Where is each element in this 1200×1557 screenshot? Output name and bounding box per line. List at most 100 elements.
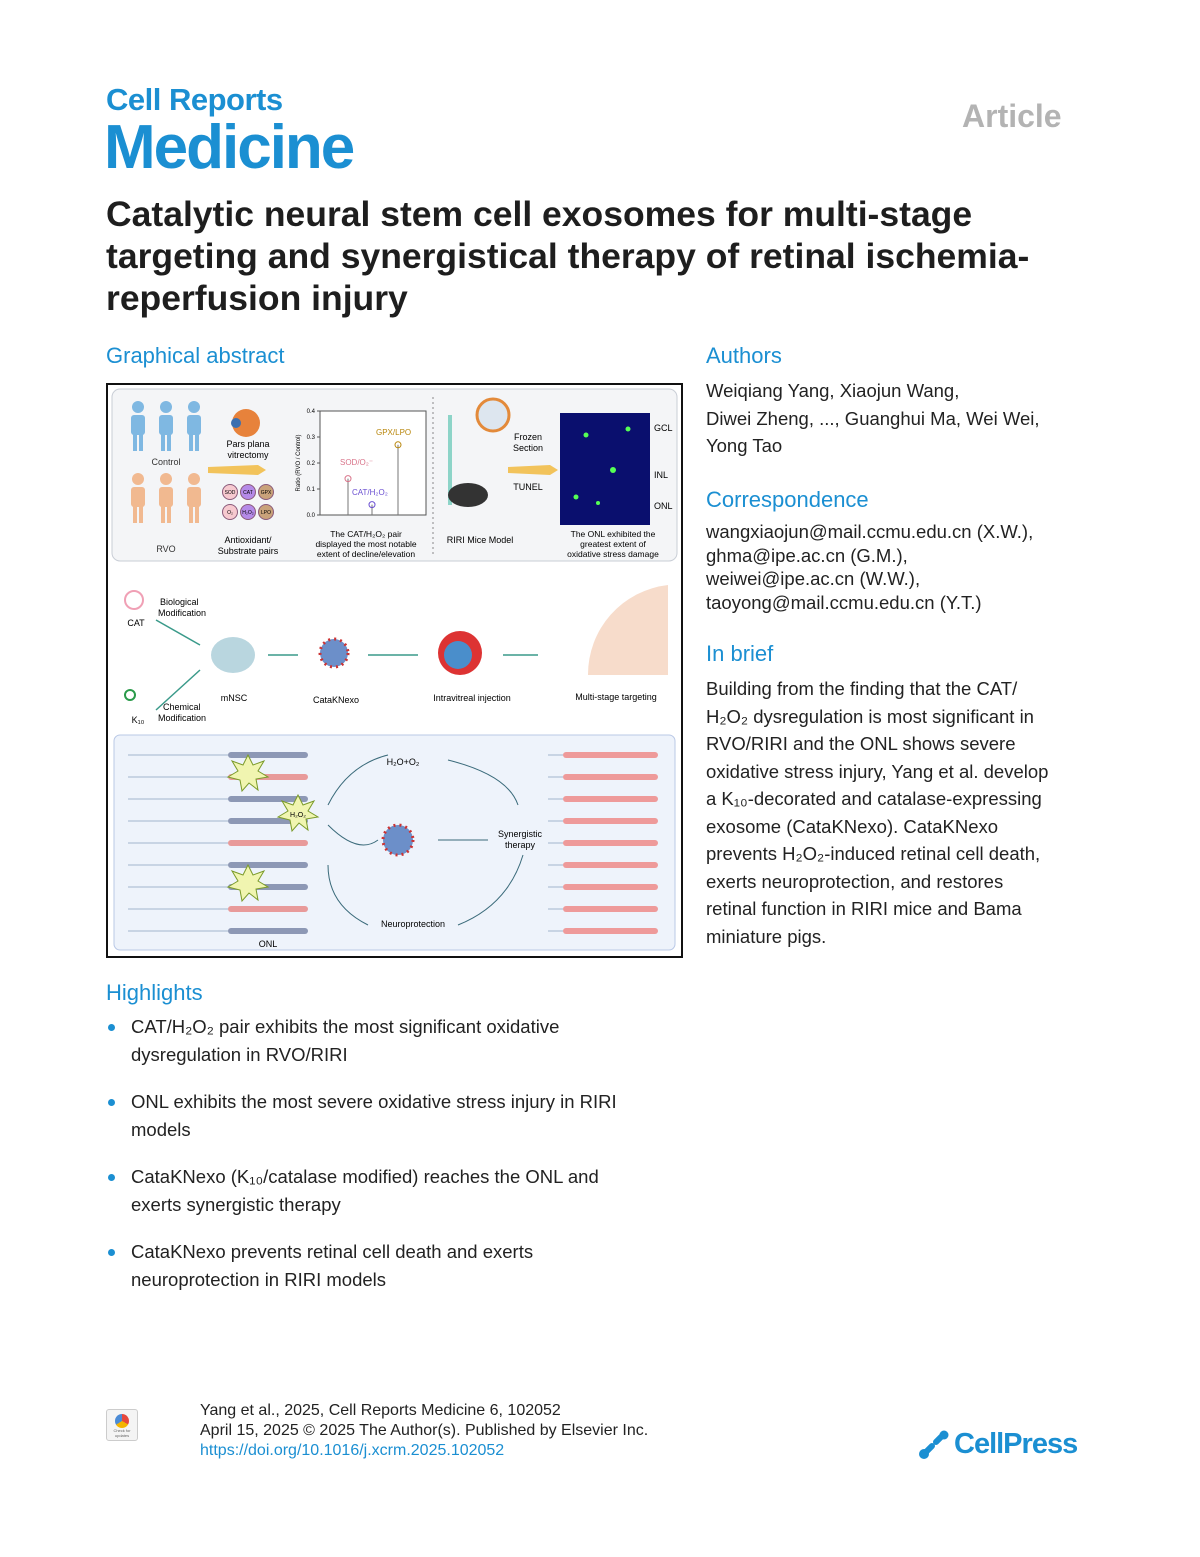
pair-circle bbox=[222, 484, 238, 500]
photoreceptor bbox=[228, 796, 308, 802]
highlight-item: ONL exhibits the most severe oxidative s… bbox=[106, 1088, 686, 1144]
pair-circle bbox=[222, 504, 238, 520]
highlight-item: CAT/H₂O₂ pair exhibits the most signific… bbox=[106, 1013, 686, 1069]
pair-circle-label: CAT bbox=[243, 490, 253, 496]
in-brief-line: a K₁₀-decorated and catalase-expressing bbox=[706, 788, 1042, 809]
in-brief-line: prevents H₂O₂-induced retinal cell death… bbox=[706, 843, 1041, 864]
mnsc-label: mNSC bbox=[221, 693, 248, 703]
retina-fan-icon bbox=[587, 585, 668, 675]
chart-caption-2: displayed the most notable bbox=[315, 539, 416, 549]
citation: Yang et al., 2025, Cell Reports Medicine… bbox=[200, 1402, 561, 1419]
in-brief-line: exosome (CataKNexo). CataKNexo bbox=[706, 815, 999, 837]
chart-frame bbox=[319, 410, 427, 516]
email-link[interactable]: wangxiaojun@mail.ccmu.edu.cn (X.W.), bbox=[706, 521, 1034, 542]
pair-circle-label: LPO bbox=[261, 510, 271, 516]
lollipop-point bbox=[344, 475, 352, 483]
healthy-photoreceptor bbox=[563, 752, 658, 758]
bottom-onl-label: ONL bbox=[259, 939, 278, 949]
chart-caption-1: The CAT/H₂O₂ pair bbox=[330, 529, 402, 539]
in-brief-line: retinal function in RIRI mice and Bama bbox=[706, 898, 1022, 919]
ros-burst-icon bbox=[226, 753, 270, 793]
injection-label: Intravitreal injection bbox=[433, 693, 511, 703]
frozen-label-1: Frozen bbox=[514, 432, 542, 442]
onl-caption-1: The ONL exhibited the bbox=[571, 529, 656, 539]
h2o-o2-label: H₂O+O₂ bbox=[387, 757, 420, 767]
in-brief-line: RVO/RIRI and the ONL shows severe bbox=[706, 733, 1016, 754]
eye-section-icon bbox=[475, 397, 511, 433]
synergistic-label-2: therapy bbox=[505, 840, 536, 850]
catak-label: CataKNexo bbox=[313, 695, 359, 705]
vitrectomy-label-1: Pars plana bbox=[226, 439, 269, 449]
in-brief-line: oxidative stress injury, Yang et al. dev… bbox=[706, 760, 1049, 782]
highlight-item: CataKNexo (K₁₀/catalase modified) reache… bbox=[106, 1163, 686, 1219]
cellpress-link-icon bbox=[919, 1430, 949, 1459]
graphical-abstract-heading: Graphical abstract bbox=[106, 343, 285, 368]
series-label: SOD/O₂⁻ bbox=[340, 458, 373, 467]
chart-caption-3: extent of decline/elevation bbox=[317, 549, 416, 559]
authors-heading: Authors bbox=[706, 343, 782, 368]
y-tick-label: 0.4 bbox=[307, 409, 316, 415]
lollipop-point bbox=[394, 441, 402, 449]
catak-icon bbox=[318, 637, 350, 669]
photoreceptor bbox=[228, 906, 308, 912]
highlight-line: exerts synergistic therapy bbox=[131, 1194, 341, 1215]
authors-list: Weiqiang Yang, Xiaojun Wang, Diwei Zheng… bbox=[706, 377, 1040, 460]
h2o2-label: H₂O₂ bbox=[290, 812, 306, 819]
series-label: CAT/H₂O₂ bbox=[352, 488, 388, 497]
highlight-line: models bbox=[131, 1119, 191, 1140]
pairs-label-1: Antioxidant/ bbox=[224, 535, 272, 545]
highlights-heading: Highlights bbox=[106, 980, 203, 1005]
check-for-updates-badge[interactable]: Check for updates bbox=[106, 1409, 138, 1441]
doi-link[interactable]: https://doi.org/10.1016/j.xcrm.2025.1020… bbox=[200, 1442, 505, 1459]
mice-model-label: RIRI Mice Model bbox=[447, 535, 514, 545]
healthy-photoreceptor bbox=[563, 906, 658, 912]
control-label: Control bbox=[151, 457, 180, 467]
email-link[interactable]: ghma@ipe.ac.cn (G.M.), bbox=[706, 544, 908, 566]
healthy-photoreceptor bbox=[563, 884, 658, 890]
graphical-abstract-figure: Control RVO Pars plana vitrectomy SOD CAT… bbox=[111, 388, 678, 951]
synergistic-label-1: Synergistic bbox=[498, 829, 543, 839]
bio-mod-2: Modification bbox=[158, 608, 206, 618]
arrow-icon bbox=[208, 465, 266, 475]
vitrectomy-label-2: vitrectomy bbox=[227, 450, 269, 460]
rvo-label: RVO bbox=[156, 544, 175, 554]
in-brief-line: H₂O₂ dysregulation is most significant i… bbox=[706, 705, 1034, 727]
y-tick-label: 0.2 bbox=[307, 461, 316, 467]
in-brief-line: Building from the finding that the CAT/ bbox=[706, 678, 1018, 699]
tunel-image bbox=[560, 413, 650, 525]
pair-circle-label: SOD bbox=[225, 490, 236, 496]
highlight-item: CataKNexo prevents retinal cell death an… bbox=[106, 1238, 686, 1294]
onl-caption-2: greatest extent of bbox=[580, 539, 646, 549]
email-link[interactable]: taoyong@mail.ccmu.edu.cn (Y.T.) bbox=[706, 591, 982, 613]
authors-line: Yong Tao bbox=[706, 435, 783, 456]
highlight-line: neuroprotection in RIRI models bbox=[131, 1269, 387, 1290]
pair-circle bbox=[240, 504, 256, 520]
graphical-abstract: Control RVO Pars plana vitrectomy SOD CAT… bbox=[106, 383, 683, 958]
highlight-line: CataKNexo prevents retinal cell death an… bbox=[131, 1241, 534, 1262]
highlight-line: dysregulation in RVO/RIRI bbox=[131, 1044, 348, 1065]
healthy-photoreceptor bbox=[563, 818, 658, 824]
email-link[interactable]: weiwei@ipe.ac.cn (W.W.), bbox=[706, 568, 921, 589]
onl-caption-3: oxidative stress damage bbox=[567, 549, 659, 559]
pairs-label-2: Substrate pairs bbox=[218, 546, 279, 556]
cellpress-logo: CellPress bbox=[918, 1428, 1078, 1461]
authors-line: Diwei Zheng, ..., Guanghui Ma, Wei Wei, bbox=[706, 407, 1040, 429]
targeting-label: Multi-stage targeting bbox=[575, 692, 657, 702]
y-tick-label: 0.3 bbox=[307, 435, 316, 441]
authors-line: Weiqiang Yang, Xiaojun Wang, bbox=[706, 380, 960, 401]
check-updates-icon bbox=[115, 1414, 129, 1428]
journal-logo-line2: Medicine bbox=[104, 113, 355, 182]
highlight-line: ONL exhibits the most severe oxidative s… bbox=[131, 1091, 617, 1112]
in-brief-heading: In brief bbox=[706, 641, 774, 666]
bio-mod-1: Biological bbox=[160, 597, 199, 607]
article-title: Catalytic neural stem cell exosomes for … bbox=[106, 194, 1030, 318]
in-brief-line: exerts neuroprotection, and restores bbox=[706, 870, 1004, 892]
photoreceptor bbox=[228, 840, 308, 846]
gcl-label: GCL bbox=[654, 423, 673, 433]
highlight-line: CAT/H₂O₂ pair exhibits the most signific… bbox=[131, 1016, 560, 1037]
correspondence-list: wangxiaojun@mail.ccmu.edu.cn (X.W.), ghm… bbox=[706, 520, 1033, 614]
pair-circle bbox=[240, 484, 256, 500]
healthy-photoreceptor bbox=[563, 840, 658, 846]
frozen-label-2: Section bbox=[513, 443, 543, 453]
